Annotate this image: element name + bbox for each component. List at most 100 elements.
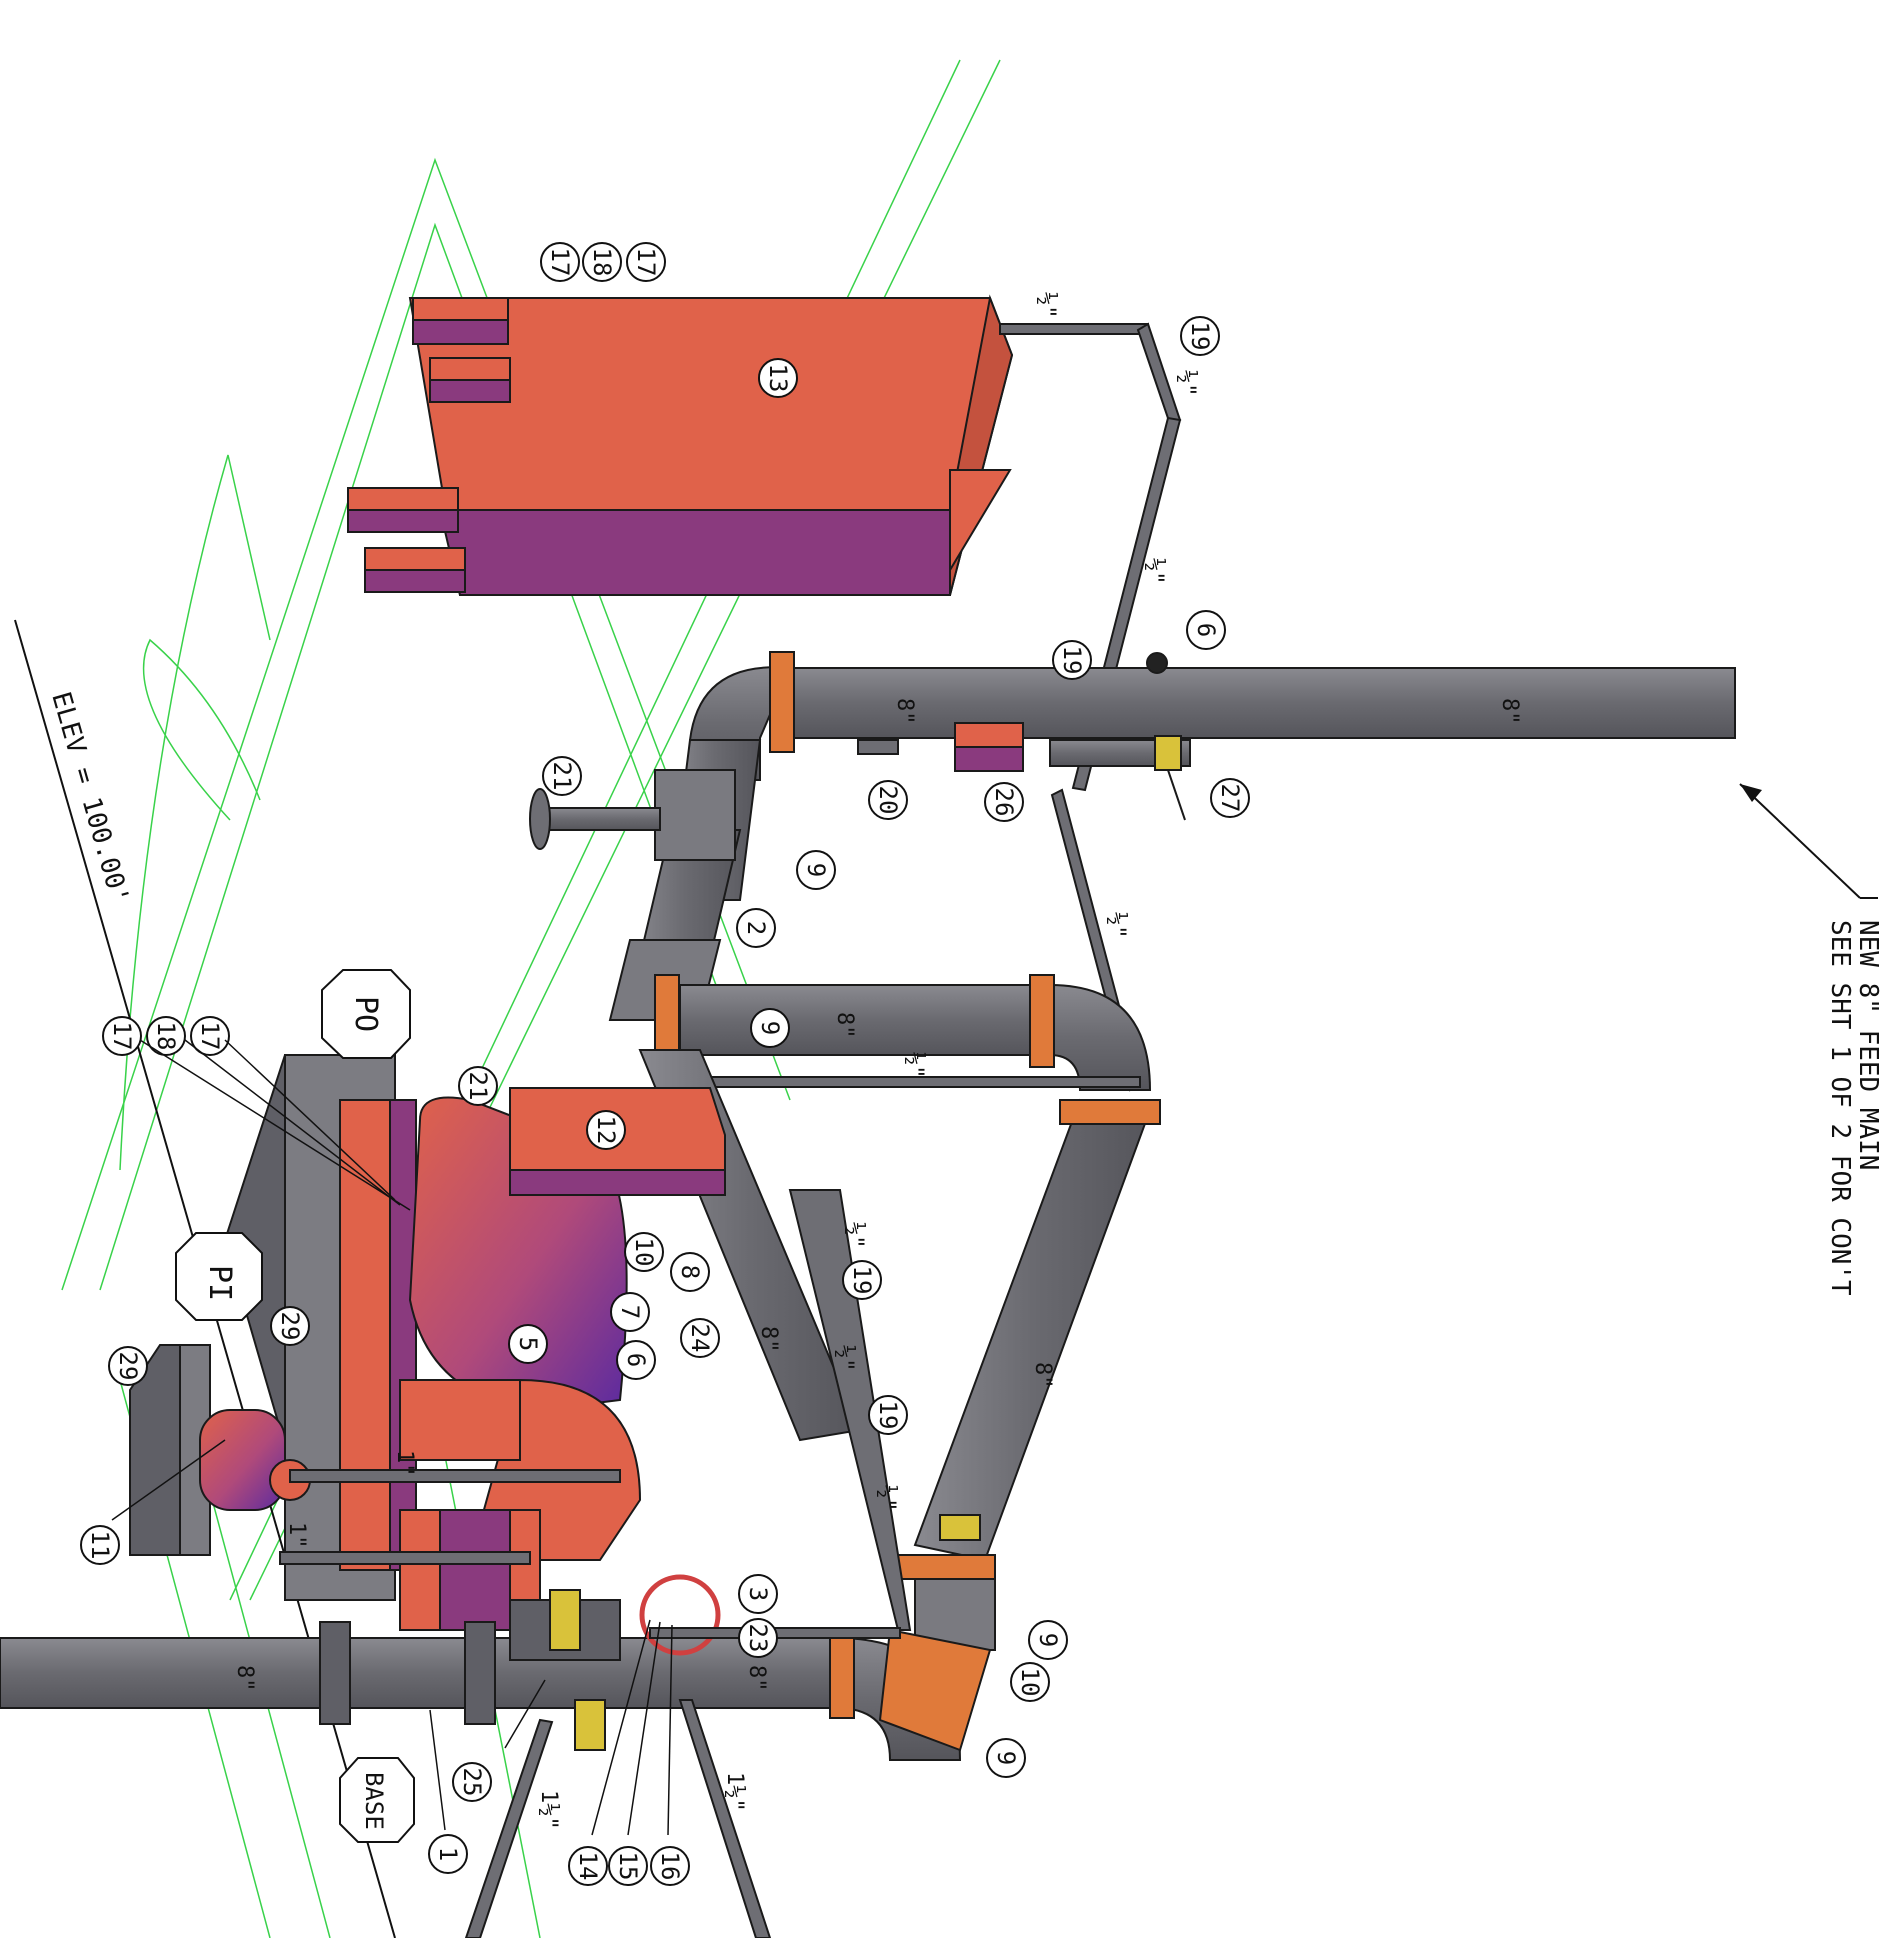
balloon-label: 9 xyxy=(756,1021,784,1035)
balloon-6: 6 xyxy=(616,1340,656,1380)
size-8-lower-left: 8" xyxy=(232,1665,257,1692)
balloon-label: 5 xyxy=(514,1337,542,1351)
balloon-24: 24 xyxy=(680,1318,720,1358)
balloon-19: 19 xyxy=(1180,316,1220,356)
balloon-label: 3 xyxy=(744,1587,772,1601)
balloon-label: 18 xyxy=(152,1022,180,1051)
balloon-6: 6 xyxy=(1186,610,1226,650)
balloon-label: 9 xyxy=(992,1751,1020,1765)
balloon-9: 9 xyxy=(1028,1620,1068,1660)
balloon-label: 11 xyxy=(86,1531,114,1560)
balloon-17: 17 xyxy=(540,242,580,282)
balloon-5: 5 xyxy=(508,1324,548,1364)
balloon-21: 21 xyxy=(458,1066,498,1106)
svg-text:PO: PO xyxy=(348,996,383,1032)
size-8-mid: 8" xyxy=(756,1326,781,1353)
size-8-loop: 8" xyxy=(832,1012,857,1039)
size-half-7: ½" xyxy=(832,1345,857,1372)
tag-base: BASE xyxy=(339,1757,415,1843)
balloon-label: 14 xyxy=(574,1852,602,1881)
balloon-label: 25 xyxy=(458,1768,486,1797)
balloon-3: 3 xyxy=(738,1574,778,1614)
balloon-17: 17 xyxy=(626,242,666,282)
size-8-diagonal: 8" xyxy=(1030,1362,1055,1389)
tank-13 xyxy=(347,294,1014,596)
balloon-label: 27 xyxy=(1216,784,1244,813)
balloon-label: 20 xyxy=(874,786,902,815)
size-1-upper: 1" xyxy=(392,1450,417,1477)
balloon-29: 29 xyxy=(108,1346,148,1386)
octagon-tags: PO PI BASE xyxy=(175,969,415,1843)
balloon-label: 29 xyxy=(114,1352,142,1381)
balloon-10: 10 xyxy=(624,1232,664,1272)
balloon-label: 1 xyxy=(434,1847,462,1861)
tag-pi: PI xyxy=(175,1232,263,1321)
balloon-14: 14 xyxy=(568,1846,608,1886)
balloon-label: 19 xyxy=(848,1266,876,1295)
note-line-1: NEW 8" FEED MAIN xyxy=(1853,920,1883,1170)
loop-pipes xyxy=(638,974,1161,1562)
balloon-label: 17 xyxy=(632,248,660,277)
balloon-9: 9 xyxy=(986,1738,1026,1778)
balloon-1: 1 xyxy=(428,1834,468,1874)
svg-text:BASE: BASE xyxy=(360,1772,388,1830)
size-half-6: ½" xyxy=(842,1222,867,1249)
balloon-label: 6 xyxy=(1192,623,1220,637)
size-half-8: ½" xyxy=(874,1485,899,1512)
balloon-label: 17 xyxy=(108,1022,136,1051)
note-line-2: SEE SHT 1 OF 2 FOR CON'T xyxy=(1825,920,1855,1296)
balloon-label: 9 xyxy=(802,863,830,877)
balloon-26: 26 xyxy=(984,782,1024,822)
balloon-label: 15 xyxy=(614,1852,642,1881)
size-half-4: ½" xyxy=(1104,912,1129,939)
size-half-5: ½" xyxy=(902,1052,927,1079)
balloon-2: 2 xyxy=(736,908,776,948)
balloon-8: 8 xyxy=(670,1252,710,1292)
balloon-label: 24 xyxy=(686,1324,714,1353)
balloon-19: 19 xyxy=(868,1395,908,1435)
balloon-11: 11 xyxy=(80,1525,120,1565)
size-half-3: ½" xyxy=(1142,558,1167,585)
balloon-13: 13 xyxy=(758,358,798,398)
pump-base-29 xyxy=(223,1054,417,1601)
balloon-9: 9 xyxy=(750,1008,790,1048)
balloon-29: 29 xyxy=(270,1306,310,1346)
leader-lines xyxy=(111,1039,673,1836)
elev-label: ELEV = 100.00' xyxy=(45,689,134,908)
balloon-label: 19 xyxy=(1058,646,1086,675)
balloon-18: 18 xyxy=(582,242,622,282)
balloon-21: 21 xyxy=(542,756,582,796)
balloon-label: 10 xyxy=(1016,1668,1044,1697)
size-8-upper-left: 8" xyxy=(892,698,917,725)
balloon-18: 18 xyxy=(146,1016,186,1056)
balloon-label: 13 xyxy=(764,364,792,393)
balloon-label: 9 xyxy=(1034,1633,1062,1647)
balloon-17: 17 xyxy=(190,1016,230,1056)
balloon-17: 17 xyxy=(102,1016,142,1056)
size-half-1: ½" xyxy=(1034,292,1059,319)
balloon-16: 16 xyxy=(650,1846,690,1886)
balloon-12: 12 xyxy=(586,1110,626,1150)
balloon-label: 6 xyxy=(622,1353,650,1367)
balloon-label: 21 xyxy=(548,762,576,791)
feed-main-upper xyxy=(689,651,1736,821)
balloon-10: 10 xyxy=(1010,1662,1050,1702)
balloon-label: 19 xyxy=(1186,322,1214,351)
balloon-9: 9 xyxy=(796,850,836,890)
balloon-19: 19 xyxy=(1052,640,1092,680)
balloon-label: 7 xyxy=(616,1305,644,1319)
size-8-upper-right: 8" xyxy=(1497,698,1522,725)
balloon-label: 2 xyxy=(742,921,770,935)
balloon-label: 29 xyxy=(276,1312,304,1341)
balloon-25: 25 xyxy=(452,1762,492,1802)
feed-main-note: NEW 8" FEED MAIN SEE SHT 1 OF 2 FOR CON'… xyxy=(1739,783,1883,1296)
svg-text:PI: PI xyxy=(202,1265,237,1301)
balloon-label: 12 xyxy=(592,1116,620,1145)
balloon-label: 18 xyxy=(588,248,616,277)
balloon-15: 15 xyxy=(608,1846,648,1886)
balloon-label: 10 xyxy=(630,1238,658,1267)
balloon-label: 21 xyxy=(464,1072,492,1101)
balloon-19: 19 xyxy=(842,1260,882,1300)
